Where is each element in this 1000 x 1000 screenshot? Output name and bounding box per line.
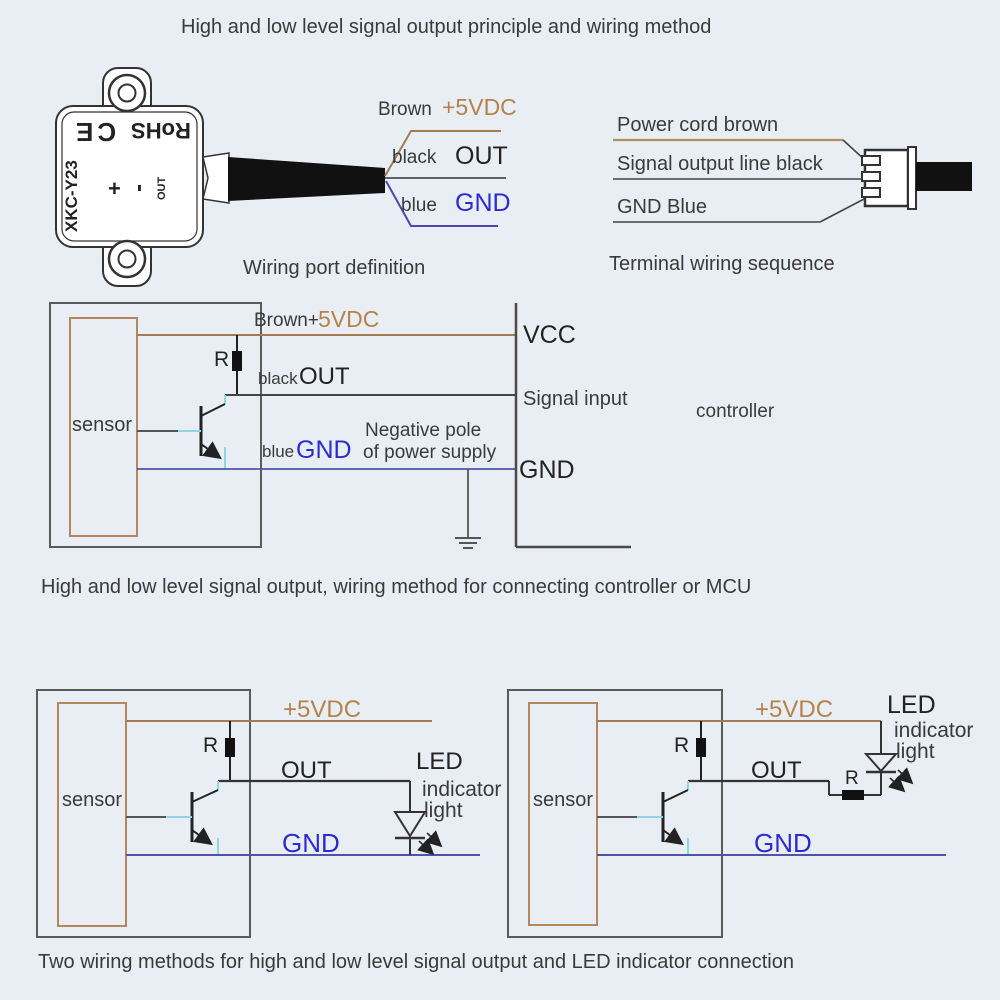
mcu-sensor-label: sensor xyxy=(72,414,133,436)
emitter-lead xyxy=(662,827,684,846)
negative-pole-line1: Negative pole xyxy=(365,420,482,441)
wiring-port-caption: Wiring port definition xyxy=(243,257,426,279)
bottom-caption: Two wiring methods for high and low leve… xyxy=(38,951,794,973)
controller-label: controller xyxy=(696,401,775,422)
emitter-lead xyxy=(200,441,222,460)
mcu-black-signal: OUT xyxy=(299,363,350,390)
led-left-light-label: light xyxy=(424,799,463,822)
controller-pin-signal: Signal input xyxy=(523,388,628,410)
gnd-leader xyxy=(819,197,867,223)
sensor-box xyxy=(57,702,127,927)
black-wire-signal: OUT xyxy=(455,142,508,170)
mcu-resistor-label: R xyxy=(214,348,230,371)
connector-pin-1 xyxy=(861,155,881,166)
led-right-out-label: OUT xyxy=(751,757,802,784)
negative-pole-line2: of power supply xyxy=(363,442,497,463)
wiring-port-leader-lines xyxy=(384,130,506,227)
led-triangle xyxy=(393,811,427,838)
sensor-box xyxy=(528,702,598,926)
terminal-cable xyxy=(916,162,972,191)
led-triangle xyxy=(863,753,899,773)
connector-pin-2 xyxy=(861,171,881,182)
cable-strain-relief xyxy=(202,152,230,204)
terminal-line-blue: GND Blue xyxy=(617,196,708,218)
module-box xyxy=(507,689,723,938)
collector-lead xyxy=(662,789,689,803)
mount-hole-top-inner xyxy=(117,83,137,103)
led-right-light-label: light xyxy=(896,740,935,763)
sensor-box xyxy=(69,317,138,537)
led-left-vdc-label: +5VDC xyxy=(283,696,362,723)
device-minus-mark: - xyxy=(127,184,154,192)
led-right-led-label: LED xyxy=(887,691,936,719)
led-circuit-right-drawing xyxy=(507,689,946,938)
led-left-led-label: LED xyxy=(416,748,463,775)
rohs-mark: RoHS xyxy=(131,118,191,143)
mcu-blue-signal: GND xyxy=(296,436,352,464)
device-plus-mark: + xyxy=(108,176,121,201)
device-out-mark: OUT xyxy=(156,176,168,200)
module-box xyxy=(36,689,251,938)
device-model-label: XKC-Y23 xyxy=(62,160,81,232)
led-right-sensor-label: sensor xyxy=(533,789,594,811)
emitter-lead xyxy=(191,827,213,846)
blue-leader-line xyxy=(385,180,498,227)
controller-pin-gnd: GND xyxy=(519,456,575,484)
terminal-caption: Terminal wiring sequence xyxy=(609,253,835,275)
mount-hole-bottom-inner xyxy=(117,249,137,269)
led-light-arrow-1 xyxy=(887,775,906,793)
page-title: High and low level signal output princip… xyxy=(181,16,712,38)
mcu-black-word: black xyxy=(258,369,298,388)
blue-wire-word: blue xyxy=(401,195,437,216)
led-light-arrow-1 xyxy=(416,838,435,856)
brown-wire-word: Brown xyxy=(378,99,432,120)
led-left-indicator-label: indicator xyxy=(422,778,502,801)
ce-mark: CE xyxy=(72,117,117,147)
collector-lead xyxy=(191,789,219,803)
terminal-line-brown: Power cord brown xyxy=(617,114,779,136)
led-left-out-label: OUT xyxy=(281,757,332,784)
resistor-body xyxy=(696,738,706,757)
brown-wire-signal: +5VDC xyxy=(442,94,517,120)
led-right-series-resistor-label: R xyxy=(845,768,859,789)
led-right-resistor-label: R xyxy=(674,734,690,757)
terminal-line-black: Signal output line black xyxy=(617,153,823,175)
led-right-vdc-label: +5VDC xyxy=(755,696,834,723)
led-light-arrow-2 xyxy=(895,767,914,785)
led-left-resistor-label: R xyxy=(203,734,219,757)
black-wire-word: black xyxy=(392,147,437,168)
terminal-connector-drawing xyxy=(613,138,972,223)
device-cable xyxy=(228,157,385,201)
resistor-body xyxy=(232,351,242,371)
resistor-body xyxy=(225,738,235,757)
connector-collar xyxy=(907,146,917,210)
mcu-brown-word: Brown+ xyxy=(254,310,319,331)
sensor-device-drawing xyxy=(55,67,385,287)
led-light-arrow-2 xyxy=(424,830,443,848)
brown-leader-line xyxy=(384,130,501,177)
module-box xyxy=(49,302,262,548)
led-left-gnd-label: GND xyxy=(282,828,340,858)
mcu-caption: High and low level signal output, wiring… xyxy=(41,576,752,598)
mcu-circuit-drawing xyxy=(49,302,631,549)
mcu-blue-word: blue xyxy=(262,442,295,461)
led-right-gnd-label: GND xyxy=(754,828,812,858)
connector-pin-3 xyxy=(861,187,881,198)
blue-wire-signal: GND xyxy=(455,189,511,217)
collector-lead xyxy=(200,403,226,417)
led-left-sensor-label: sensor xyxy=(62,789,123,811)
mcu-brown-signal: 5VDC xyxy=(318,306,380,332)
controller-pin-vcc: VCC xyxy=(523,321,576,349)
led-resistor-body xyxy=(842,790,864,800)
led-circuit-left-drawing xyxy=(36,689,480,938)
led-right-indicator-label: indicator xyxy=(894,719,974,742)
